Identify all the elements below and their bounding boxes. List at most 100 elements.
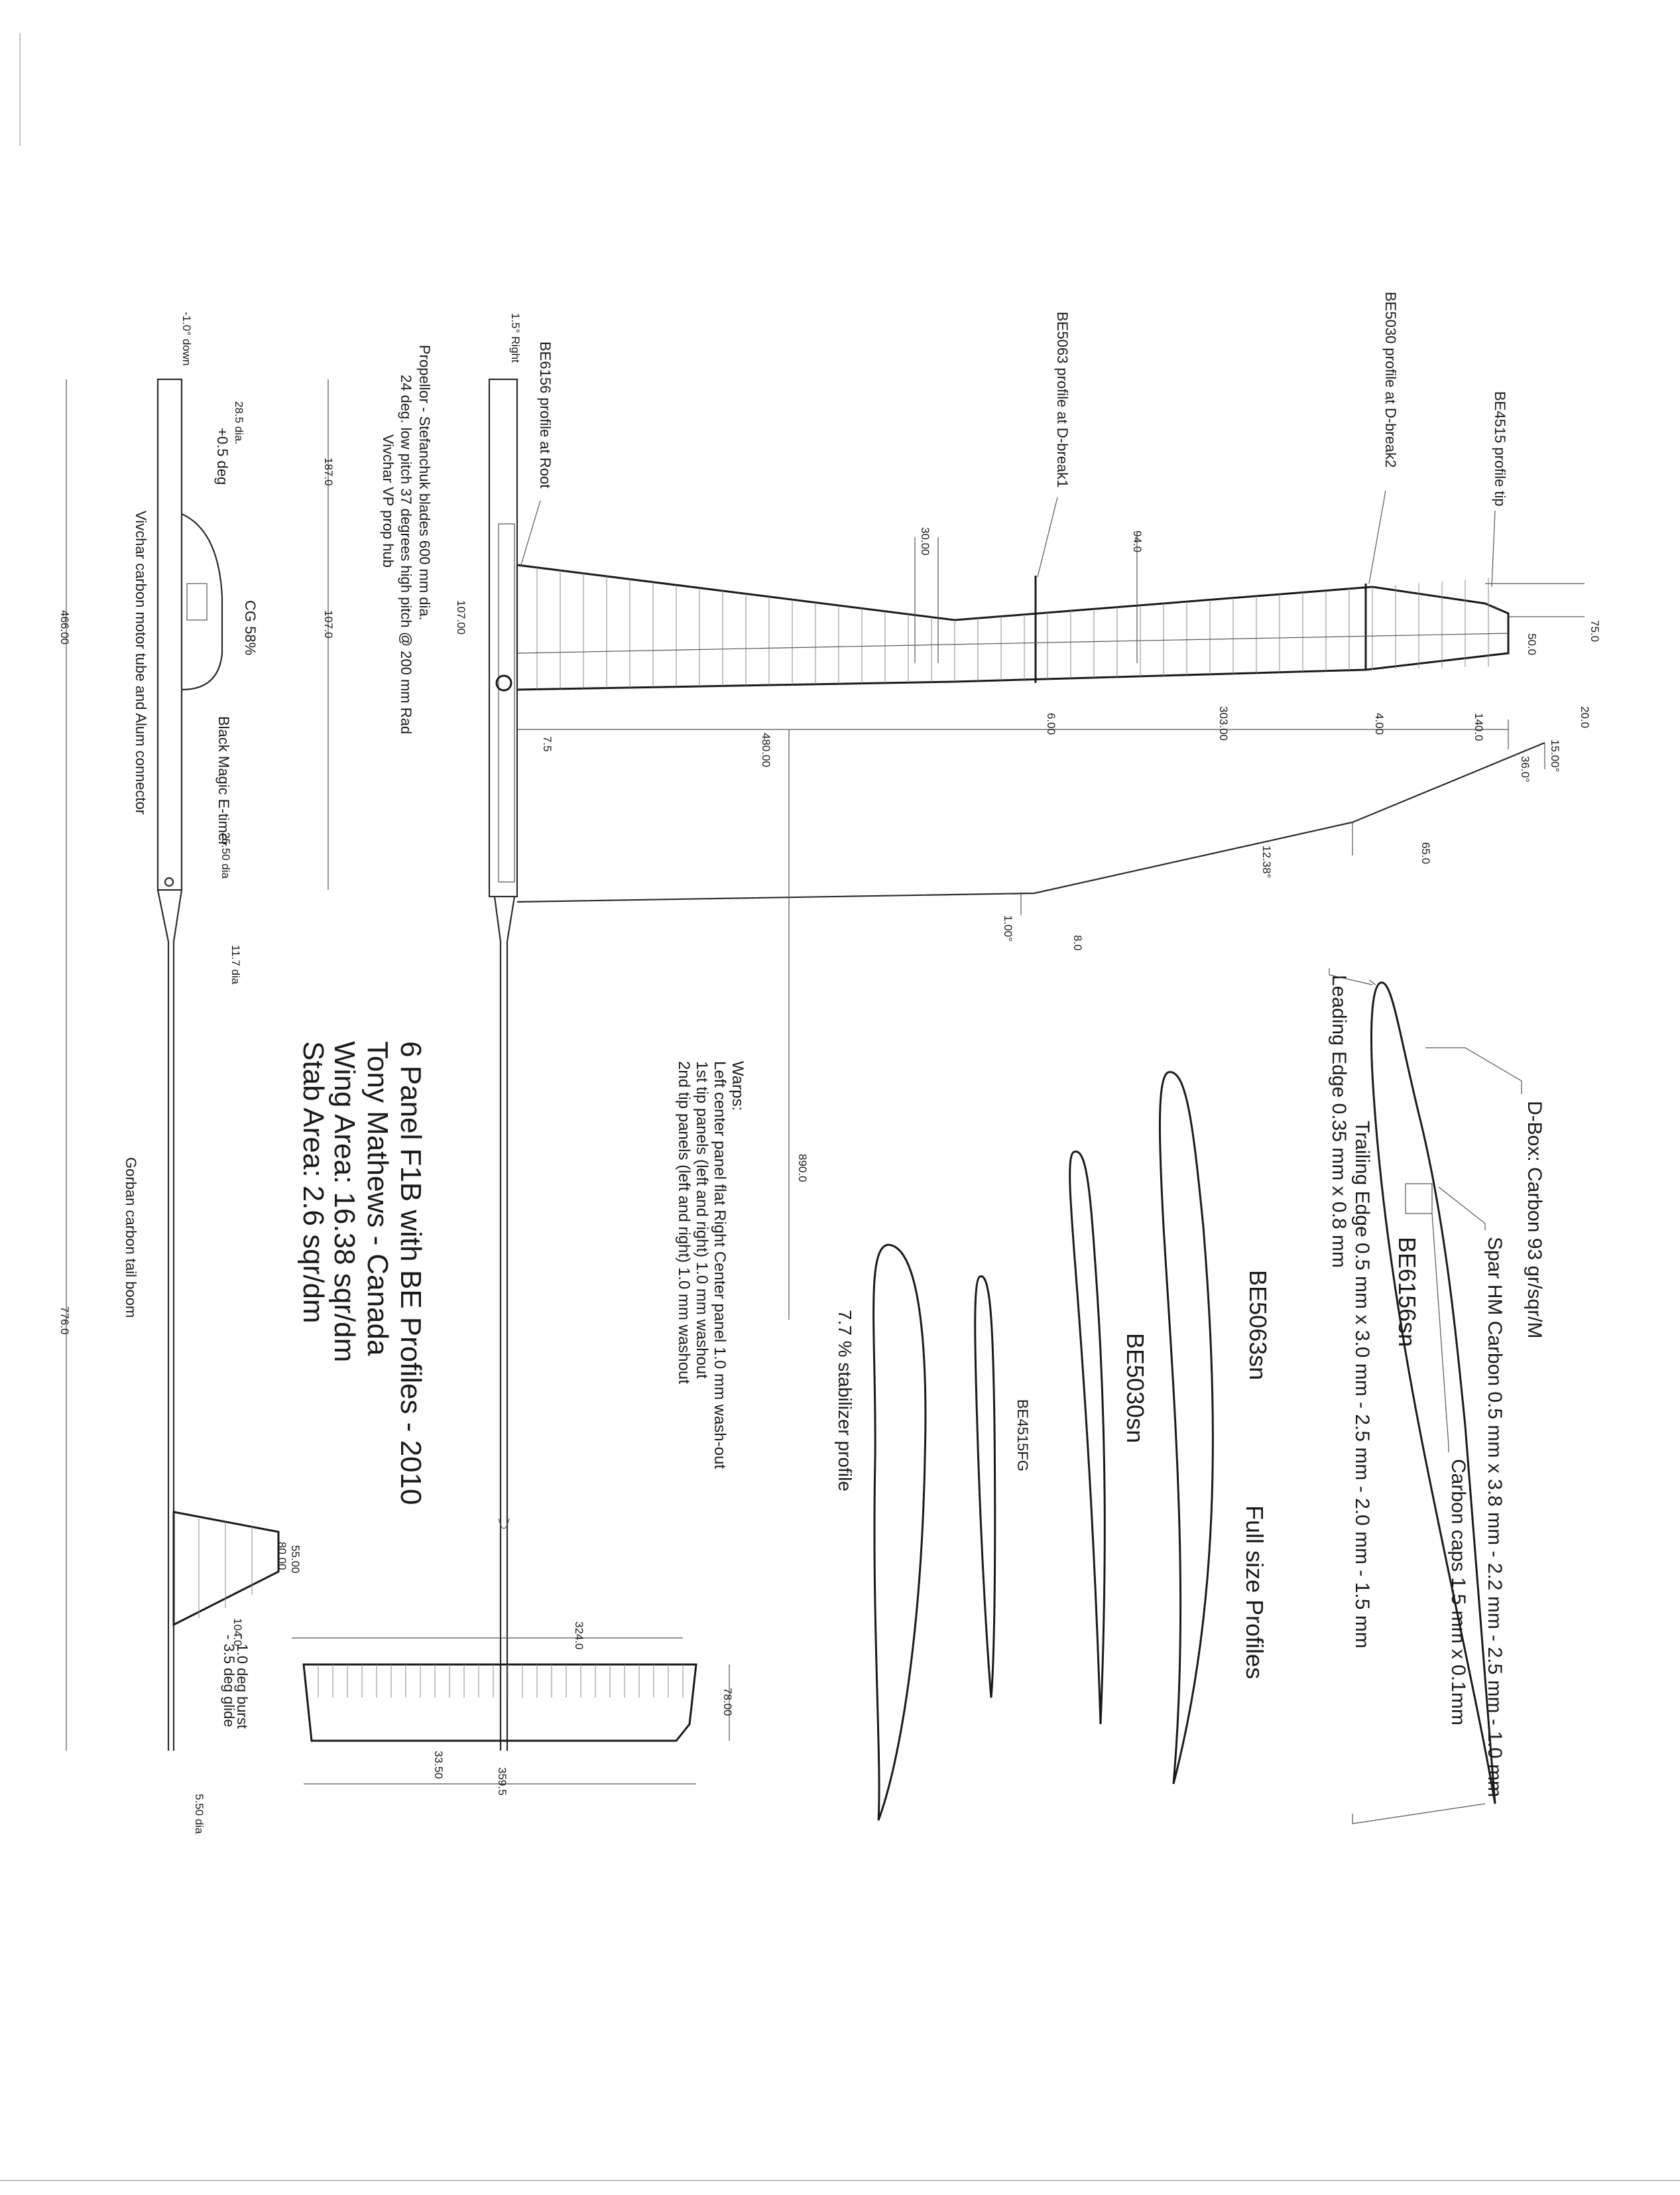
dim-75: 75.0 — [1589, 620, 1601, 642]
label-tail-boom: Gorban carbon tail boom — [123, 1157, 139, 1318]
stab-outline — [302, 1663, 697, 1742]
label-be5063sn: BE5063sn — [1244, 1270, 1272, 1380]
label-root: BE6156 profile at Root — [537, 342, 554, 488]
dim-466: 466.00 — [58, 610, 71, 645]
label-be5030sn: BE5030sn — [1122, 1333, 1149, 1443]
dim-36deg: 36.0° — [1519, 756, 1531, 783]
leader-tip — [1491, 510, 1496, 588]
top-boom-left — [493, 896, 502, 1751]
dim-50: 50.0 — [1526, 633, 1538, 655]
be5030-profile — [1069, 1151, 1106, 1725]
leader-dbreak2 — [1368, 490, 1386, 584]
label-dia-11: 11.7 dia — [229, 945, 242, 985]
side-boom-left — [156, 889, 170, 1751]
connector-pin — [164, 877, 174, 887]
pylon-side — [181, 513, 223, 691]
label-be4515fg: BE4515FG — [1014, 1399, 1031, 1472]
dim-15deg: 15.00° — [1549, 739, 1561, 772]
label-dbox: D-Box: Carbon 93 gr/sqr/M — [1524, 1101, 1545, 1338]
propeller-line-3: Vivchar VP prop hub — [380, 434, 396, 568]
be5063-profile — [1158, 1071, 1214, 1785]
dim-6: 6.00 — [1045, 713, 1057, 735]
dim-1deg: 1.00° — [1002, 915, 1014, 942]
label-incidence: +0.5 deg — [214, 428, 231, 485]
boom-mark — [498, 1518, 510, 1529]
warps-notes: Warps: Left center panel flat Right Cent… — [675, 1061, 747, 1469]
label-down-tilt: -1.0° down — [180, 312, 193, 365]
top-boom-right — [506, 896, 516, 1751]
leader-dbreak1 — [1037, 497, 1058, 578]
side-boom-right — [172, 889, 183, 1751]
label-e-timer: Black Magic E-timer — [215, 716, 232, 846]
dim-80: 80.00 — [276, 1542, 288, 1570]
dim-324: 324.0 — [573, 1621, 585, 1650]
propeller-line-2: 24 deg. low pitch 37 degrees high pitch … — [398, 375, 414, 734]
leader-caps — [1431, 1213, 1449, 1452]
leader-leading-edge — [1329, 968, 1373, 985]
label-dbreak1: BE5063 profile at D-break1 — [1054, 312, 1071, 487]
top-view-fuselage: 324.0 78.00 359.5 33.50 — [292, 378, 734, 1796]
label-cg: CG 58% — [242, 600, 259, 655]
label-burst: - 1.0 deg burst — [234, 1635, 251, 1729]
wing-planform — [516, 564, 1585, 1320]
warps-heading: Warps: — [729, 1061, 747, 1111]
leader-spar — [1438, 1186, 1486, 1230]
dim-33-5: 33.50 — [432, 1751, 445, 1779]
dim-303: 303.00 — [1217, 706, 1230, 741]
wing-pivot-circle — [495, 674, 512, 692]
stab-ribs — [318, 1664, 684, 1698]
side-view-fuselage: 466.00 776.0 187.0 107.0 80.00 55.00 104… — [58, 312, 335, 1834]
leader-root — [520, 500, 541, 568]
airfoil-profiles: Full size Profiles BE6156sn BE5063sn BE5… — [835, 968, 1545, 1824]
leader-trailing-edge — [1352, 1803, 1486, 1824]
label-motor-tube: Vivchar carbon motor tube and Alum conne… — [133, 511, 149, 814]
wing-labels: BE4515 profile tip BE5030 profile at D-b… — [509, 292, 1508, 588]
pylon-inner — [498, 523, 515, 883]
leading-edge-mark — [1368, 979, 1376, 985]
drawing-author: Tony Mathews - Canada — [361, 1041, 394, 1356]
label-spar: Spar HM Carbon 0.5 mm x 3.8 mm - 2.2 mm … — [1484, 1237, 1506, 1797]
propeller-line-1: Propellor - Stefanchuk blades 600 mm dia… — [416, 345, 433, 621]
dim-776: 776.0 — [58, 1306, 71, 1335]
dim-187: 187.0 — [322, 458, 335, 486]
profiles-heading: Full size Profiles — [1241, 1505, 1268, 1679]
label-dia-5: 5.50 dia — [193, 1794, 206, 1834]
label-right-tilt: 1.5° Right — [509, 313, 522, 363]
propeller-notes: Propellor - Stefanchuk blades 600 mm dia… — [380, 345, 433, 734]
dim-359-5: 359.5 — [496, 1767, 509, 1796]
dim-55: 55.00 — [289, 1545, 302, 1574]
dim-30: 30.00 — [919, 527, 931, 556]
e-timer-box — [186, 583, 208, 621]
dim-107-wing: 107.00 — [455, 600, 467, 635]
motor-tube — [156, 378, 183, 891]
dim-104: 104.0 — [231, 1618, 244, 1647]
label-dia-25: 25.50 dia — [219, 832, 232, 879]
drawing-title: 6 Panel F1B with BE Profiles - 2010 — [394, 1041, 427, 1505]
dim-890: 890.0 — [796, 1154, 809, 1182]
title-block: 6 Panel F1B with BE Profiles - 2010 Tony… — [297, 1041, 427, 1505]
dim-107-fuse: 107.0 — [322, 610, 335, 639]
fin-outline — [172, 1511, 280, 1627]
dim-12-38deg: 12.38° — [1260, 846, 1273, 878]
wing-ribs — [536, 567, 1489, 690]
label-dia-28: 28.5 dia. — [233, 401, 245, 444]
label-be6156sn: BE6156sn — [1394, 1237, 1421, 1347]
dim-8: 8.0 — [1071, 935, 1084, 951]
be6156-spar — [1405, 1183, 1433, 1214]
label-glide: - 3.5 deg glide — [221, 1635, 237, 1727]
dim-65: 65.0 — [1419, 842, 1432, 864]
label-trailing-edge: Trailing Edge 0.5 mm x 3.0 mm - 2.5 mm -… — [1351, 1121, 1373, 1649]
dim-140: 140.0 — [1472, 713, 1485, 741]
dim-7-5: 7.5 — [541, 736, 554, 752]
wing-dihedral-line — [516, 741, 1545, 903]
warps-line-3: 2nd tip panels (left and right) 1.0 mm w… — [675, 1061, 693, 1384]
be4515-profile — [974, 1275, 996, 1698]
dim-480: 480.00 — [760, 733, 772, 767]
dim-78: 78.00 — [721, 1688, 734, 1716]
leader-dbox — [1425, 1047, 1522, 1094]
wing-area: Wing Area: 16.38 sqr/dm — [328, 1041, 361, 1362]
label-caps: Carbon caps 1.5 mm x 0.1mm — [1447, 1459, 1469, 1725]
label-leading-edge: Leading Edge 0.35 mm x 0.8 mm — [1328, 975, 1350, 1268]
pylon-outline — [488, 378, 518, 898]
